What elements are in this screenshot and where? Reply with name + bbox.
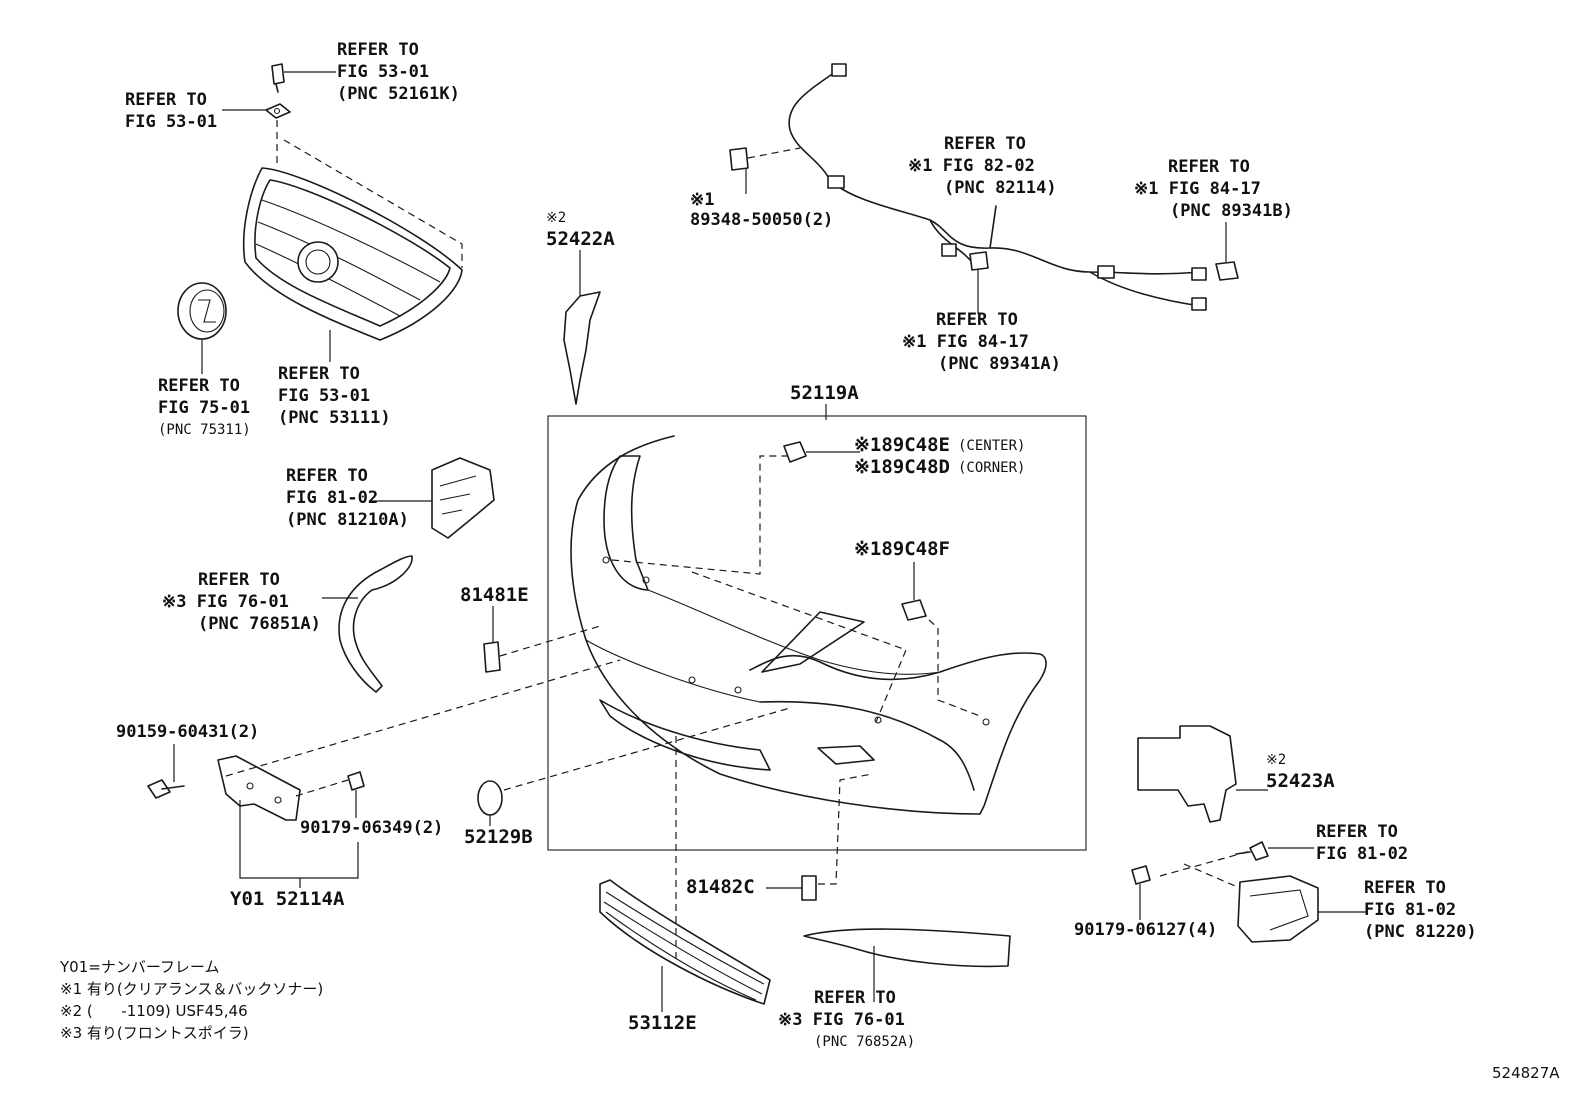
sensor-b-ref-line1: REFER TO (1168, 157, 1250, 177)
fog-lamp-icon (1159, 849, 1366, 943)
sensor-a-ref-line2: ※1 FIG 84-17 (902, 332, 1029, 352)
cap-52129B-icon (477, 707, 791, 826)
p52129B: 52129B (464, 826, 533, 848)
wire-ref-line1: REFER TO (944, 134, 1026, 154)
grille-nut-icon (222, 103, 291, 119)
sensor-ref-line3: (PNC 81210A) (286, 510, 409, 530)
front-bumper (570, 404, 1047, 815)
clip-89348-note: ※1 (690, 190, 715, 210)
bracket-52422A-icon (563, 250, 601, 405)
left-spoiler-icon (322, 555, 413, 693)
grille-nut-ref-line2: FIG 53-01 (125, 112, 218, 132)
right-spoiler-icon (803, 928, 1011, 1002)
sensor-b-ref-line2: ※1 FIG 84-17 (1134, 179, 1261, 199)
p52422A: 52422A (546, 228, 615, 250)
p52119A: 52119A (790, 382, 859, 404)
part-81481E-icon (483, 606, 601, 673)
grille-ref-line3: (PNC 53111) (278, 408, 391, 428)
grille-ref-line2: FIG 53-01 (278, 386, 371, 406)
p52423A: 52423A (1266, 770, 1335, 792)
grille-nut-ref-line1: REFER TO (125, 90, 207, 110)
grille-ref-line1: REFER TO (278, 364, 360, 384)
license-frame-bracket (217, 659, 621, 888)
diagram-id: 524827A (1492, 1064, 1560, 1082)
emblem-ref-line1: REFER TO (158, 376, 240, 396)
screw-90159-icon (147, 744, 185, 799)
sensor-a-ref-line3: (PNC 89341A) (938, 354, 1061, 374)
p89C48D: ※189C48D (854, 456, 950, 478)
emblem-icon (177, 282, 227, 374)
clip-89C48E-icon (783, 441, 860, 463)
p89C48E-note: (CENTER) (958, 438, 1026, 454)
spoiler-l-ref-line3: (PNC 76851A) (198, 614, 321, 634)
note-2: ※2 ( -1109) USF45,46 (60, 1002, 248, 1020)
fog-bolt-ref-line2: FIG 81-02 (1316, 844, 1409, 864)
clip-89C48F-icon (901, 562, 927, 621)
p81481E: 81481E (460, 584, 529, 606)
note-3: ※3 有り(フロントスポイラ) (60, 1024, 249, 1042)
fog-ref-line2: FIG 81-02 (1364, 900, 1457, 920)
lower-grille (599, 736, 771, 1012)
spoiler-l-ref-line2: ※3 FIG 76-01 (162, 592, 289, 612)
emblem-ref-line3: (PNC 75311) (158, 422, 251, 438)
p81482C: 81482C (686, 876, 755, 898)
spoiler-r-ref-line2: ※3 FIG 76-01 (778, 1010, 905, 1030)
p90179a: 90179-06349(2) (300, 818, 444, 838)
p89C48F: ※189C48F (854, 538, 950, 560)
p89C48D-note: (CORNER) (958, 460, 1026, 476)
wire-ref-line2: ※1 FIG 82-02 (908, 156, 1035, 176)
bumper-group-frame (547, 415, 1087, 851)
grille-clip-icon (271, 63, 336, 93)
part-81482C-icon (766, 773, 873, 901)
note-1: ※1 有り(クリアランス＆バックソナー) (60, 980, 324, 998)
sensor-a-ref-line1: REFER TO (936, 310, 1018, 330)
fog-bolt-ref-line1: REFER TO (1316, 822, 1398, 842)
clip-89348-pn: 89348-50050(2) (690, 210, 834, 230)
p52423A-note: ※2 (1266, 752, 1287, 768)
radiator-grille (242, 120, 463, 362)
sensor-b-ref-line3: (PNC 89341B) (1170, 201, 1293, 221)
spoiler-r-ref-line3: (PNC 76852A) (814, 1034, 916, 1050)
clip-90179-right-icon (1131, 865, 1151, 920)
sensor-ref-line1: REFER TO (286, 466, 368, 486)
fog-ref-line1: REFER TO (1364, 878, 1446, 898)
p52422A-note: ※2 (546, 210, 567, 226)
sensor-ref-line2: FIG 81-02 (286, 488, 379, 508)
note-y01: Y01=ナンバーフレーム (60, 958, 220, 976)
p90179b: 90179-06127(4) (1074, 920, 1218, 940)
bracket-52423A-icon (1137, 725, 1268, 823)
fog-bolt-icon (1235, 841, 1314, 861)
grille-clip-ref-line2: FIG 53-01 (337, 62, 430, 82)
fog-ref-line3: (PNC 81220) (1364, 922, 1477, 942)
wire-ref-line3: (PNC 82114) (944, 178, 1057, 198)
p89C48E: ※189C48E (854, 434, 950, 456)
grille-clip-ref-line1: REFER TO (337, 40, 419, 60)
p53112E: 53112E (628, 1012, 697, 1034)
clip-90179-left-icon (295, 771, 365, 818)
wire-harness (729, 63, 1239, 314)
emblem-ref-line2: FIG 75-01 (158, 398, 251, 418)
front-sensor-icon (370, 457, 495, 539)
spoiler-l-ref-line1: REFER TO (198, 570, 280, 590)
spoiler-r-ref-line1: REFER TO (814, 988, 896, 1008)
p90159: 90159-60431(2) (116, 722, 260, 742)
grille-clip-ref-line3: (PNC 52161K) (337, 84, 460, 104)
p52114A: Y01 52114A (230, 888, 345, 910)
